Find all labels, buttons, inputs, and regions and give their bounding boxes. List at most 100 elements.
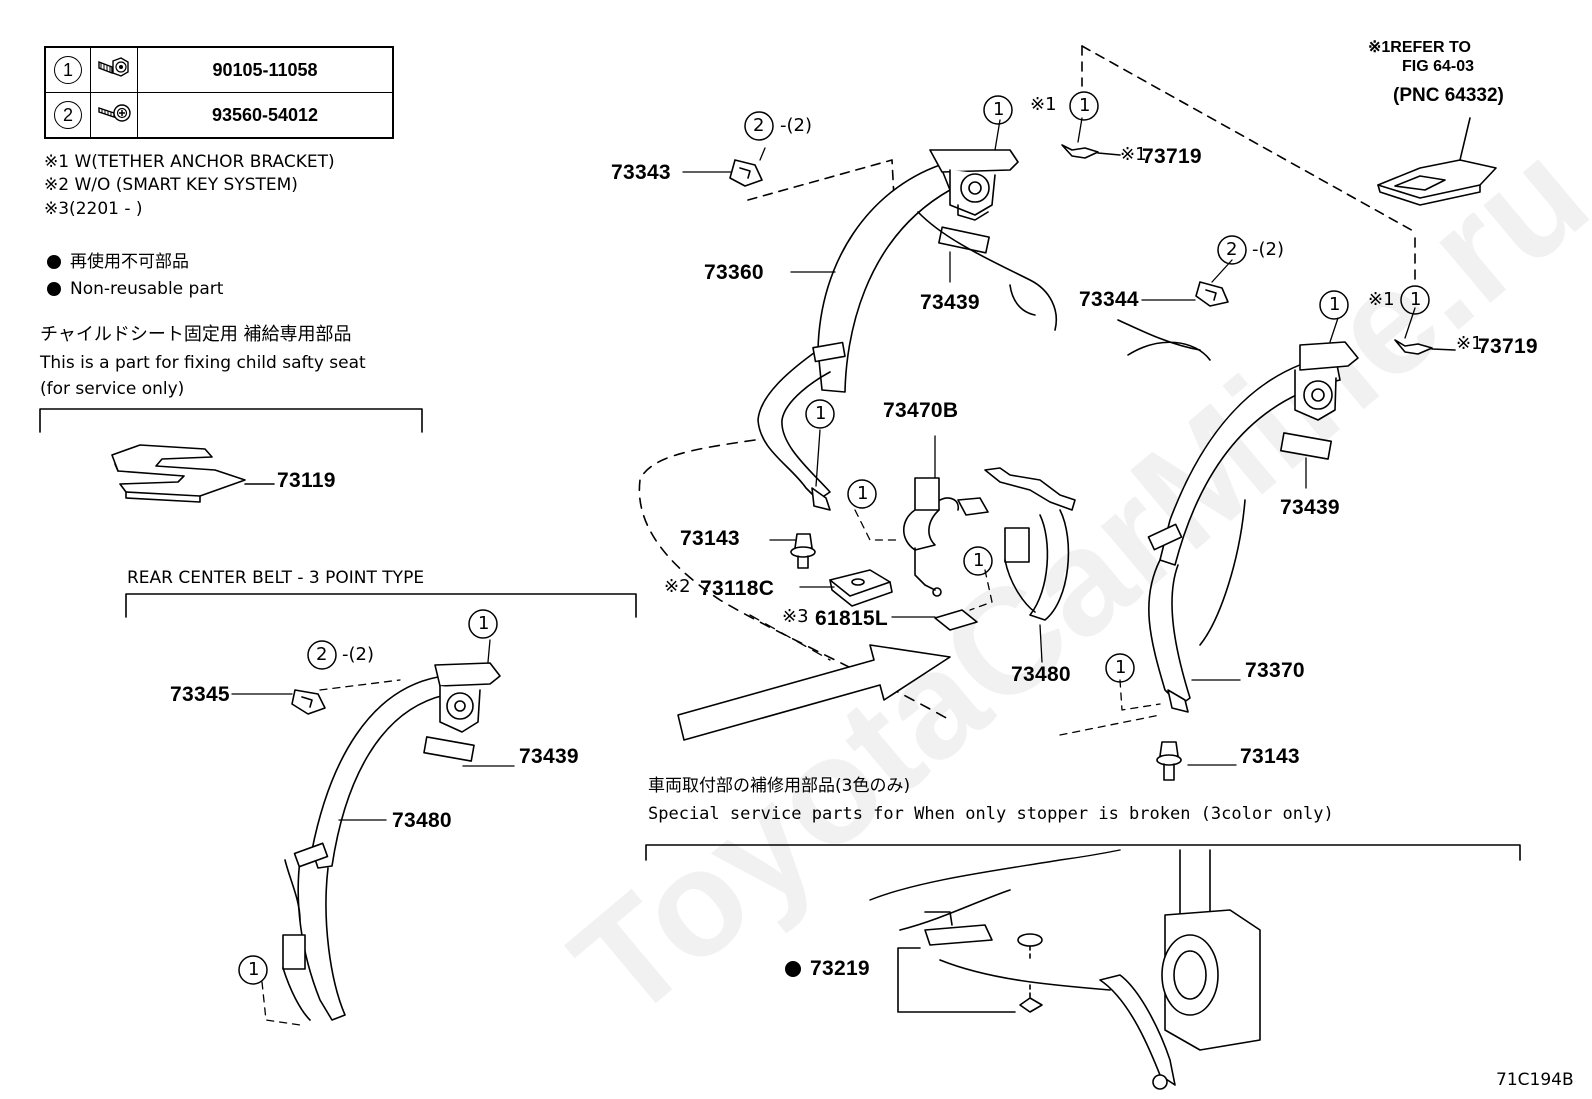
part-73439-a xyxy=(938,226,990,254)
note-mark: ※2 xyxy=(664,576,691,597)
ref-num: 1 xyxy=(1079,95,1091,116)
ref-num: 1 xyxy=(478,613,490,634)
ref-num: 1 xyxy=(993,99,1005,120)
note-mark: ※3 xyxy=(782,606,809,627)
note-1: ※1 W(TETHER ANCHOR BRACKET) xyxy=(44,152,335,172)
part-label-61815L[interactable]: 61815L xyxy=(815,607,889,630)
special-service-bracket xyxy=(645,844,1521,861)
bolt-73143-a xyxy=(790,533,816,569)
part-label-73143[interactable]: 73143 xyxy=(680,527,740,550)
refer-line-2: FIG 64-03 xyxy=(1402,58,1475,75)
direction-arrow xyxy=(677,644,951,741)
ref-num: 1 xyxy=(815,403,827,424)
part-73118C-shape xyxy=(829,569,893,607)
part-label-73480[interactable]: 73480 xyxy=(1011,663,1071,686)
refer-line-3: (PNC 64332) xyxy=(1393,85,1504,106)
part-label-73470B[interactable]: 73470B xyxy=(883,399,959,422)
ref-num: 1 xyxy=(248,959,260,980)
seat-outline xyxy=(917,211,1057,331)
special-service-en: Special service parts for When only stop… xyxy=(648,804,1334,824)
note-mark: ※1 xyxy=(1120,144,1147,165)
dashed-guide xyxy=(1081,45,1416,233)
part-label-73370[interactable]: 73370 xyxy=(1245,659,1305,682)
part-73345-shape xyxy=(291,689,326,715)
note-2: ※2 W/O (SMART KEY SYSTEM) xyxy=(44,175,298,195)
ref-num: 2 xyxy=(753,115,765,136)
part-73344-shape xyxy=(1195,281,1229,307)
part-label-73439[interactable]: 73439 xyxy=(519,745,579,768)
part-label-73360[interactable]: 73360 xyxy=(704,261,764,284)
part-label-73439[interactable]: 73439 xyxy=(920,291,980,314)
part-73439-c xyxy=(423,736,475,762)
child-seat-en1: This is a part for fixing child safty se… xyxy=(40,353,366,373)
part-label-73480[interactable]: 73480 xyxy=(392,809,452,832)
legend-jp: 再使用不可部品 xyxy=(70,252,189,272)
bolt-icon xyxy=(98,57,129,77)
part-label-73345[interactable]: 73345 xyxy=(170,683,230,706)
legend-dot xyxy=(47,255,61,269)
part-number: 90105-11058 xyxy=(137,46,394,93)
screw-icon xyxy=(98,104,131,122)
buckle-73470B xyxy=(902,477,989,597)
part-label-73118C[interactable]: 73118C xyxy=(700,577,775,600)
part-label-73719[interactable]: 73719 xyxy=(1478,335,1538,358)
ref-circles xyxy=(238,91,1430,985)
table-row: 1 90105-11058 xyxy=(44,46,394,93)
part-61815L-shape xyxy=(934,609,978,631)
note-mark: ※1 xyxy=(1368,289,1395,310)
leader-lines xyxy=(231,117,1416,1026)
refer-part-shape xyxy=(1377,117,1497,206)
part-73719-a xyxy=(1061,144,1121,159)
part-73719-b xyxy=(1394,339,1456,355)
part-number: 93560-54012 xyxy=(137,92,394,139)
legend-en: Non-reusable part xyxy=(70,279,224,299)
ref-num: 1 xyxy=(857,483,869,504)
part-label-73343[interactable]: 73343 xyxy=(611,161,671,184)
note-3: ※3(2201 - ) xyxy=(44,199,143,219)
part-label-73439[interactable]: 73439 xyxy=(1280,496,1340,519)
ref-num: 2 xyxy=(1226,239,1238,260)
qty-mark: -(2) xyxy=(1252,239,1284,260)
legend-dot xyxy=(47,282,61,296)
part-73343-shape xyxy=(729,159,763,187)
ref-circle: 1 xyxy=(54,56,82,84)
retractor-right xyxy=(1294,341,1359,421)
qty-mark: -(2) xyxy=(780,115,812,136)
refer-line-1: ※1REFER TO xyxy=(1368,39,1471,56)
part-label-73219[interactable]: 73219 xyxy=(810,957,870,980)
special-service-jp: 車両取付部の補修用部品(3色のみ) xyxy=(648,776,911,796)
rear-center-bracket xyxy=(125,593,637,618)
bolt-73143-b xyxy=(1156,741,1182,781)
part-label-73719[interactable]: 73719 xyxy=(1142,145,1202,168)
part-label-73344[interactable]: 73344 xyxy=(1079,288,1139,311)
ref-num: 1 xyxy=(1329,294,1341,315)
note-mark: ※1 xyxy=(1456,333,1483,354)
ref-num: 1 xyxy=(973,550,985,571)
ref-num: 1 xyxy=(1115,657,1127,678)
figure-code: 71C194B xyxy=(1496,1070,1574,1090)
belt-73360 xyxy=(757,164,951,511)
fastener-table: 1 90105-11058 2 xyxy=(44,46,394,139)
non-reusable-dot xyxy=(785,961,801,977)
stopper-assembly xyxy=(869,849,1261,1090)
note-mark: ※1 xyxy=(1030,94,1057,115)
part-label-73143[interactable]: 73143 xyxy=(1240,745,1300,768)
part-73119-shape xyxy=(111,444,275,503)
ref-num: 1 xyxy=(1410,289,1422,310)
part-73439-b xyxy=(1280,432,1332,460)
part-label-73119[interactable]: 73119 xyxy=(277,469,336,492)
qty-mark: -(2) xyxy=(342,644,374,665)
retractor-left xyxy=(929,149,1019,221)
ref-num: 2 xyxy=(316,644,328,665)
table-row: 2 93560-54012 xyxy=(44,92,394,139)
child-seat-en2: (for service only) xyxy=(40,379,185,399)
dashed-oval xyxy=(638,439,951,721)
stopper-leader xyxy=(897,947,1016,1013)
retractor-center xyxy=(434,662,501,733)
child-seat-jp: チャイルドシート固定用 補給専用部品 xyxy=(40,324,352,345)
child-seat-bracket xyxy=(39,408,423,433)
rear-center-title: REAR CENTER BELT - 3 POINT TYPE xyxy=(127,568,425,588)
buckle-73480 xyxy=(984,467,1076,621)
